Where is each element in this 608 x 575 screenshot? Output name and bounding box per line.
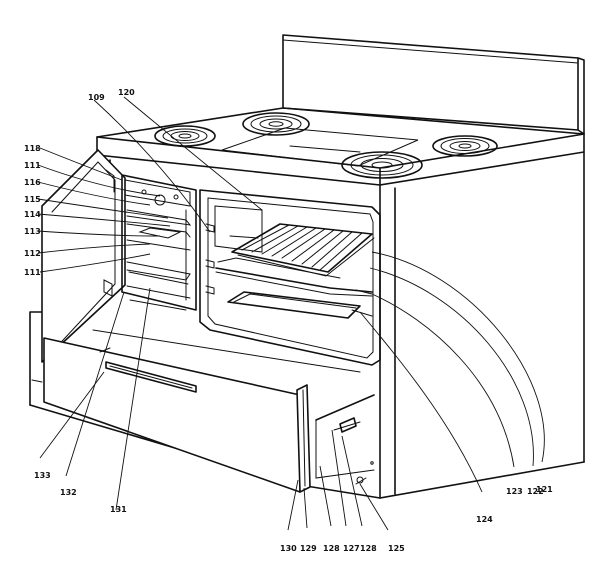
callout-117: 111 bbox=[24, 161, 41, 170]
left-oven bbox=[121, 174, 197, 311]
callout-123: 123 bbox=[506, 487, 523, 496]
leader-lines bbox=[37, 96, 545, 531]
storage-drawer bbox=[43, 337, 301, 493]
callout-121: 121 bbox=[536, 485, 553, 494]
drawer-side-panel bbox=[296, 384, 311, 493]
surface-burners bbox=[154, 112, 498, 179]
burner-right-rear bbox=[432, 135, 498, 157]
drawer-handle bbox=[105, 361, 197, 393]
callout-109: 109 bbox=[88, 93, 105, 102]
broil-element bbox=[227, 291, 361, 319]
burner-left-rear bbox=[154, 125, 216, 147]
cooktop bbox=[96, 107, 585, 186]
element-knob-icon bbox=[154, 194, 166, 206]
callout-128a: 128 bbox=[323, 544, 340, 553]
callout-111: 111 bbox=[24, 268, 41, 277]
callout-126: 128 bbox=[360, 544, 377, 553]
drawer-compartment bbox=[315, 394, 375, 485]
callout-124: 124 bbox=[476, 515, 493, 524]
callout-120: 120 bbox=[118, 88, 135, 97]
callout-114: 114 bbox=[24, 210, 41, 219]
callout-131: 131 bbox=[110, 505, 127, 514]
left-oven-door bbox=[41, 149, 126, 363]
callout-113: 113 bbox=[24, 227, 41, 236]
callout-125: 125 bbox=[388, 544, 405, 553]
callout-130: 130 bbox=[280, 544, 297, 553]
callout-118: 118 bbox=[24, 144, 41, 153]
burner-right-front bbox=[341, 151, 423, 179]
backsplash bbox=[282, 34, 585, 135]
callout-122: 122 bbox=[527, 487, 544, 496]
callout-133: 133 bbox=[34, 471, 51, 480]
callout-116: 116 bbox=[24, 178, 41, 187]
callout-132: 132 bbox=[60, 488, 77, 497]
oven-rack-lower bbox=[215, 257, 373, 297]
callout-127: 127 bbox=[343, 544, 360, 553]
callout-112: 112 bbox=[24, 249, 41, 258]
oven-rack-upper bbox=[231, 223, 375, 277]
right-oven bbox=[199, 189, 381, 366]
callout-115: 115 bbox=[24, 195, 41, 204]
callouts: 109 120 118 111 116 115 114 113 112 111 … bbox=[24, 88, 553, 553]
callout-129: 129 bbox=[300, 544, 317, 553]
burner-center-rear bbox=[242, 112, 310, 136]
